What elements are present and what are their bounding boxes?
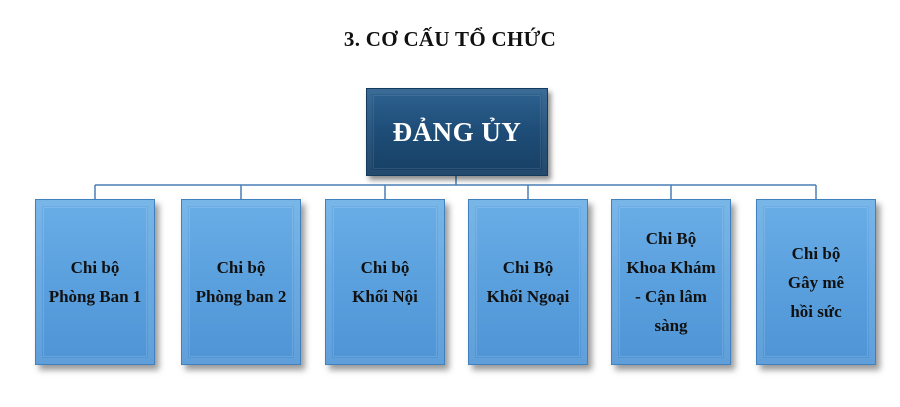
- org-node-khoi-noi: Chi bộ Khối Nội: [325, 199, 445, 365]
- org-node-gay-me-hoi-suc: Chi bộ Gây mê hồi sức: [756, 199, 876, 365]
- org-node-label: Chi Bộ Khối Ngoại: [486, 258, 570, 306]
- org-node-label: Chi bộ Gây mê hồi sức: [787, 243, 845, 321]
- org-node-khoi-ngoai: Chi Bộ Khối Ngoại: [468, 199, 588, 365]
- org-node-phong-ban-2: Chi bộ Phòng ban 2: [181, 199, 301, 365]
- root-node-label: ĐẢNG ỦY: [392, 116, 522, 147]
- org-node-phong-ban-1: Chi bộ Phòng Ban 1: [35, 199, 155, 365]
- org-node-label: Chi Bộ Khoa Khám - Cận lâm sàng: [626, 229, 716, 335]
- org-node-label: Chi bộ Phòng ban 2: [195, 258, 287, 306]
- page-title: 3. CƠ CẤU TỔ CHỨC: [343, 27, 557, 51]
- org-node-khoa-kham-can-lam-sang: Chi Bộ Khoa Khám - Cận lâm sàng: [611, 199, 731, 365]
- org-node-label: Chi bộ Phòng Ban 1: [48, 258, 142, 306]
- org-node-label: Chi bộ Khối Nội: [352, 258, 418, 306]
- root-node-dang-uy: ĐẢNG ỦY: [366, 88, 548, 176]
